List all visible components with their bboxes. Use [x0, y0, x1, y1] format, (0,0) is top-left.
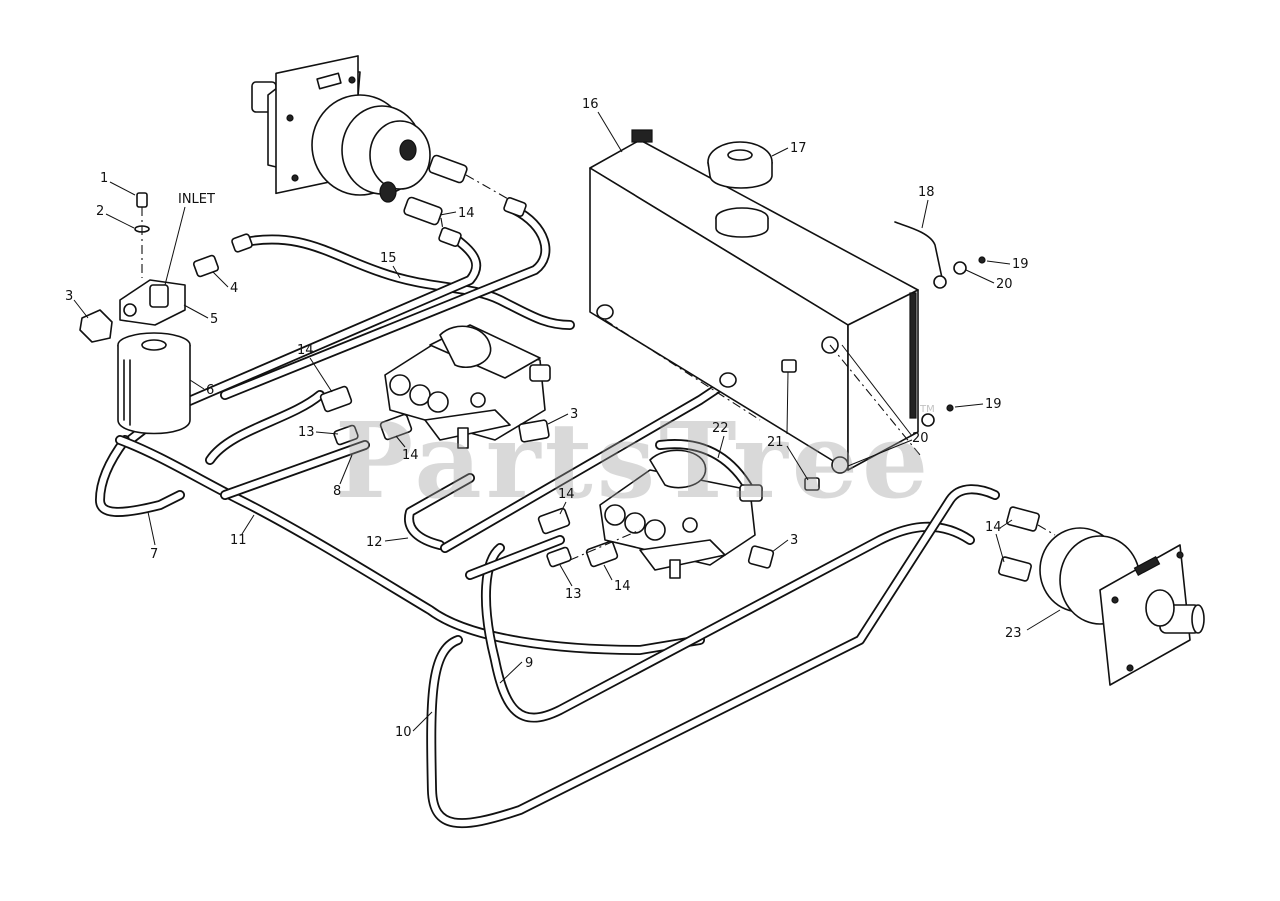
callout-3c: 3 — [790, 533, 798, 548]
callout-19b: 19 — [985, 397, 1002, 412]
callout-13a: 13 — [298, 425, 315, 440]
callout-20a: 20 — [996, 277, 1013, 292]
svg-text:TM: TM — [919, 404, 935, 415]
callout-4: 4 — [230, 281, 238, 296]
callout-7: 7 — [150, 547, 158, 562]
callout-2: 2 — [96, 204, 104, 219]
callout-3a: 3 — [65, 289, 73, 304]
callout-8: 8 — [333, 484, 341, 499]
upper-hydraulic-motor — [251, 55, 431, 203]
callout-14c: 14 — [402, 448, 419, 463]
callout-16: 16 — [582, 97, 599, 112]
callout-22: 22 — [712, 421, 729, 436]
lower-hydraulic-motor — [998, 506, 1205, 686]
callout-15: 15 — [380, 251, 397, 266]
callout-14a: 14 — [458, 206, 475, 221]
watermark: PartsTree TM — [335, 399, 935, 522]
upper-control-valve — [319, 324, 551, 449]
callout-5: 5 — [210, 312, 218, 327]
callout-labels: INLET 1 2 3 4 5 6 7 8 9 10 11 12 13 13 1… — [65, 97, 1061, 740]
callout-3b: 3 — [570, 407, 578, 422]
callout-19a: 19 — [1012, 257, 1029, 272]
callout-18: 18 — [918, 185, 935, 200]
callout-9: 9 — [525, 656, 533, 671]
callout-10: 10 — [395, 725, 412, 740]
lower-control-valve — [537, 449, 775, 579]
callout-14d: 14 — [558, 487, 575, 502]
filter-assembly — [79, 192, 253, 435]
callout-12: 12 — [366, 535, 383, 550]
callout-14e: 14 — [614, 579, 631, 594]
inlet-label: INLET — [178, 192, 215, 207]
callout-21: 21 — [767, 435, 784, 450]
callout-23: 23 — [1005, 626, 1022, 641]
hydraulic-tubes — [95, 205, 1000, 829]
callout-11: 11 — [230, 533, 247, 548]
callout-1: 1 — [100, 171, 108, 186]
tank-hardware — [781, 221, 986, 491]
callout-14f: 14 — [985, 520, 1002, 535]
callout-17: 17 — [790, 141, 807, 156]
callout-20b: 20 — [912, 431, 929, 446]
callout-13b: 13 — [565, 587, 582, 602]
callout-6: 6 — [206, 383, 214, 398]
svg-text:PartsTree: PartsTree — [335, 399, 932, 522]
upper-motor-fittings — [403, 154, 527, 247]
callout-14b: 14 — [297, 343, 314, 358]
hydraulic-tank — [589, 129, 921, 474]
